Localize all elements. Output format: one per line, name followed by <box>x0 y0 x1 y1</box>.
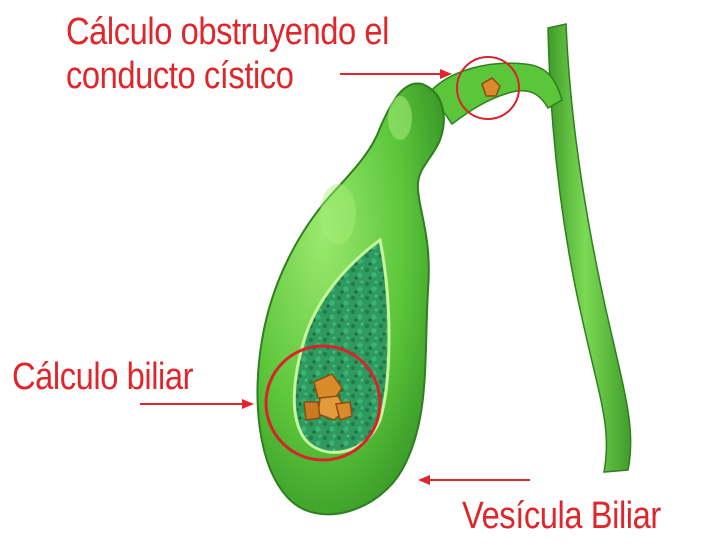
arrow-obstruction <box>340 69 452 79</box>
obstructing-stone-label-line2: conducto cístico <box>66 55 294 97</box>
gallbladder-label: Vesícula Biliar <box>462 495 661 537</box>
obstruction-circle <box>456 56 520 120</box>
obstructing-stone <box>481 77 501 97</box>
gallstone-label: Cálculo biliar <box>12 356 194 398</box>
bile-interior <box>292 237 391 454</box>
gallstone-cluster <box>303 373 353 421</box>
neck-highlight <box>388 96 412 140</box>
arrow-gallstone <box>140 399 254 409</box>
obstructing-stone-label-line1: Cálculo obstruyendo el <box>66 11 389 53</box>
common-bile-duct <box>547 23 632 473</box>
arrow-gallbladder <box>418 475 530 485</box>
obstructing-stone-label: Cálculo obstruyendo el conducto cístico <box>66 10 389 98</box>
body-highlight <box>320 184 356 244</box>
gallstone-circle <box>264 344 382 462</box>
